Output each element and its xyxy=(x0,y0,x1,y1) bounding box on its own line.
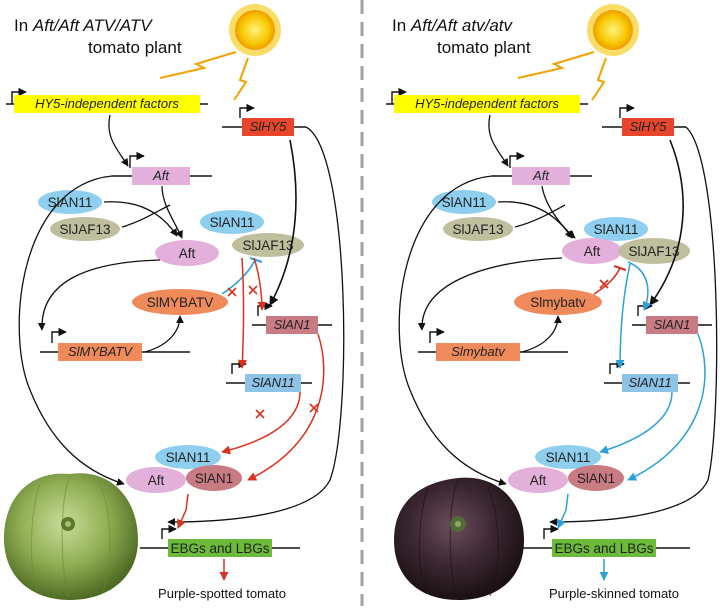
slan11-complex-protein xyxy=(584,217,648,241)
light-ray-icon xyxy=(517,51,595,79)
green-tomato-image xyxy=(4,473,138,600)
svg-text:Slmybatv: Slmybatv xyxy=(530,295,586,310)
slan11-complex-protein xyxy=(200,210,264,234)
blocked-arrow xyxy=(237,257,247,369)
aft-gene-box xyxy=(132,167,190,185)
complex-slan1 xyxy=(186,465,242,491)
svg-text:EBGs and LBGs: EBGs and LBGs xyxy=(170,541,269,556)
blocked-arrow xyxy=(253,257,267,311)
light-ray-icon xyxy=(233,57,249,101)
slhy5-box xyxy=(242,118,294,136)
svg-text:SlJAF13: SlJAF13 xyxy=(628,244,679,259)
active-arrow xyxy=(627,261,652,311)
svg-text:Aft: Aft xyxy=(148,473,165,488)
svg-text:Aft: Aft xyxy=(584,244,601,259)
hy5-independent-box xyxy=(394,95,580,113)
sljaf13-protein xyxy=(50,217,120,241)
outcome-label: Purple-skinned tomato xyxy=(549,586,679,601)
blocked-arrow xyxy=(221,391,301,455)
svg-text:HY5-independent factors: HY5-independent factors xyxy=(415,96,559,111)
slhy5-box xyxy=(622,118,674,136)
sljaf13-complex-protein xyxy=(232,233,304,257)
left-title-line2: tomato plant xyxy=(88,38,182,57)
slan11-gene-box xyxy=(622,374,678,392)
active-arrow xyxy=(627,333,706,481)
svg-text:SlAN11: SlAN11 xyxy=(48,195,93,210)
aft-gene-box xyxy=(512,167,570,185)
svg-text:Aft: Aft xyxy=(532,168,550,183)
slhy5-label: SlHY5 xyxy=(250,119,288,134)
svg-text:SlJAF13: SlJAF13 xyxy=(452,222,503,237)
block-x-icon xyxy=(248,285,258,295)
light-ray-icon xyxy=(159,51,237,79)
svg-text:SlHY5: SlHY5 xyxy=(630,119,668,134)
svg-text:SlAN1: SlAN1 xyxy=(274,317,311,332)
svg-text:SlAN1: SlAN1 xyxy=(577,471,615,486)
inhibition-line xyxy=(593,267,621,295)
slan11-protein xyxy=(432,190,496,214)
svg-text:Aft: Aft xyxy=(179,246,196,261)
block-x-icon xyxy=(227,287,237,297)
right-title-line2: tomato plant xyxy=(437,38,531,57)
complex-slan11 xyxy=(535,445,601,469)
slmybatv-gene-box xyxy=(58,343,142,361)
block-x-icon xyxy=(255,409,265,419)
right-panel: In Aft/Aft atv/atv tomato plant HY5-inde… xyxy=(386,4,718,601)
block-x-icon xyxy=(599,279,609,289)
svg-text:SlAN1: SlAN1 xyxy=(195,471,233,486)
aft-protein xyxy=(562,238,622,264)
left-panel: In Aft/Aft ATV/ATV tomato plant HY5-inde… xyxy=(4,4,345,601)
svg-text:Aft: Aft xyxy=(530,473,547,488)
slan11-gene-box xyxy=(245,374,301,392)
svg-text:EBGs and LBGs: EBGs and LBGs xyxy=(554,541,653,556)
slan1-gene-box xyxy=(646,316,698,334)
svg-text:SlAN11: SlAN11 xyxy=(594,222,639,237)
blocked-arrow xyxy=(247,333,325,481)
slan1-gene-box xyxy=(266,316,318,334)
aft-gene-label: Aft xyxy=(152,168,170,183)
sljaf13-complex-protein xyxy=(618,238,690,264)
hy5-independent-box xyxy=(14,95,200,113)
complex-slan1 xyxy=(568,465,624,491)
svg-text:SlMYBATV: SlMYBATV xyxy=(147,295,214,310)
sun-icon xyxy=(229,4,281,56)
slmybatv-protein xyxy=(132,289,228,315)
svg-text:SlAN11: SlAN11 xyxy=(210,215,255,230)
left-title: In Aft/Aft ATV/ATV xyxy=(14,16,153,35)
block-x-icon xyxy=(309,403,319,413)
slmybatv-protein xyxy=(514,289,602,315)
purple-tomato-image xyxy=(394,477,524,600)
hy5-independent-label: HY5-independent factors xyxy=(35,96,179,111)
svg-text:SlAN11: SlAN11 xyxy=(546,450,591,465)
svg-text:SlAN11: SlAN11 xyxy=(251,375,294,390)
right-title: In Aft/Aft atv/atv xyxy=(392,16,514,35)
ebgs-lbgs-box xyxy=(552,539,656,557)
complex-aft xyxy=(126,467,186,493)
sljaf13-protein xyxy=(443,217,513,241)
active-arrow xyxy=(615,263,631,369)
ebgs-lbgs-box xyxy=(168,539,272,557)
svg-text:SlMYBATV: SlMYBATV xyxy=(68,344,133,359)
svg-text:SlJAF13: SlJAF13 xyxy=(242,238,293,253)
inhibition-line xyxy=(221,259,256,295)
active-arrow xyxy=(599,391,673,454)
svg-text:SlJAF13: SlJAF13 xyxy=(59,222,110,237)
aft-protein xyxy=(155,240,219,266)
outcome-label: Purple-spotted tomato xyxy=(158,586,286,601)
svg-text:SlAN11: SlAN11 xyxy=(166,450,211,465)
light-ray-icon xyxy=(591,57,607,101)
svg-text:SlAN1: SlAN1 xyxy=(654,317,691,332)
sun-icon xyxy=(587,4,639,56)
svg-text:SlAN11: SlAN11 xyxy=(442,195,487,210)
slmybatv-gene-box xyxy=(436,343,520,361)
svg-text:SlAN11: SlAN11 xyxy=(628,375,671,390)
complex-slan11 xyxy=(155,445,221,469)
svg-text:Slmybatv: Slmybatv xyxy=(451,344,506,359)
complex-aft xyxy=(508,467,568,493)
